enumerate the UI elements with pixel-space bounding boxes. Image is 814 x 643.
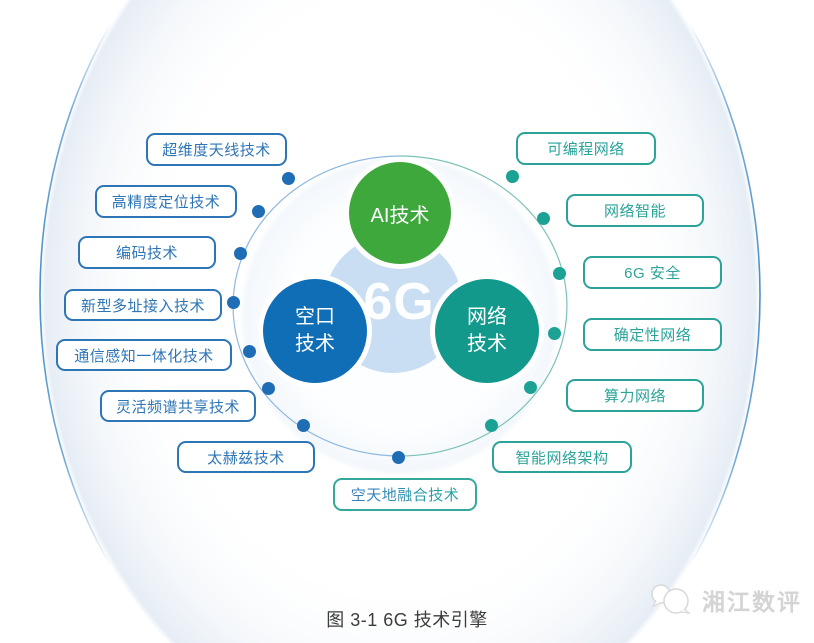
connector-dot	[227, 296, 240, 309]
label-programmable-network: 可编程网络	[516, 132, 656, 165]
label-space-air-ground-integration: 空天地融合技术	[333, 478, 477, 511]
label-text: 超维度天线技术	[162, 142, 271, 159]
watermark-text: 湘江数评	[702, 589, 802, 615]
hub-label: 6G	[363, 273, 435, 331]
circle-air-interface-technology: 空口技术	[263, 279, 367, 383]
label-computing-power-network: 算力网络	[566, 379, 704, 412]
connector-dot	[297, 419, 310, 432]
speech-bubbles-icon	[651, 584, 692, 614]
label-high-precision-positioning: 高精度定位技术	[95, 185, 237, 218]
watermark: 湘江数评	[648, 575, 808, 625]
connector-dot	[252, 205, 265, 218]
label-text: 可编程网络	[547, 141, 625, 158]
label-text: 灵活频谱共享技术	[115, 398, 240, 416]
label-deterministic-network: 确定性网络	[583, 318, 722, 351]
label-terahertz-technology: 太赫兹技术	[177, 441, 315, 473]
circle-network-label: 网络技术	[467, 306, 507, 355]
connector-dot	[548, 327, 561, 340]
connector-dot	[485, 419, 498, 432]
label-text: 新型多址接入技术	[80, 297, 205, 315]
circle-network-technology: 网络技术	[435, 279, 539, 383]
label-intelligent-network-architecture: 智能网络架构	[492, 441, 632, 473]
label-new-multiple-access: 新型多址接入技术	[64, 289, 222, 321]
label-text: 6G 安全	[624, 265, 681, 282]
connector-dot	[392, 451, 405, 464]
connector-dot	[234, 247, 247, 260]
connector-dot	[506, 170, 519, 183]
connector-dot	[524, 381, 537, 394]
label-text: 网络智能	[603, 203, 666, 220]
label-text: 高精度定位技术	[111, 194, 221, 211]
label-text: 通信感知一体化技术	[74, 347, 214, 365]
connector-dot	[243, 345, 256, 358]
label-text: 智能网络架构	[515, 449, 609, 467]
label-super-dimensional-antenna: 超维度天线技术	[146, 133, 287, 166]
label-coding-technology: 编码技术	[78, 236, 216, 269]
label-text: 编码技术	[115, 245, 178, 262]
connector-dot	[262, 382, 275, 395]
label-text: 确定性网络	[613, 327, 692, 344]
circle-ai-technology: AI技术	[349, 162, 451, 264]
label-text: 太赫兹技术	[207, 449, 285, 467]
label-integrated-sensing-communication: 通信感知一体化技术	[56, 339, 232, 371]
label-network-intelligence: 网络智能	[566, 194, 704, 227]
connector-dot	[282, 172, 295, 185]
circle-ai-label: AI技术	[370, 204, 430, 227]
circle-air-interface-label: 空口技术	[295, 306, 335, 355]
connector-dot	[537, 212, 550, 225]
label-text: 空天地融合技术	[351, 484, 460, 505]
label-flexible-spectrum-sharing: 灵活频谱共享技术	[100, 390, 256, 422]
figure-caption: 图 3-1 6G 技术引擎	[326, 610, 488, 630]
connector-dot	[553, 267, 566, 280]
label-6g-security: 6G 安全	[583, 256, 722, 289]
label-text: 算力网络	[603, 388, 666, 405]
